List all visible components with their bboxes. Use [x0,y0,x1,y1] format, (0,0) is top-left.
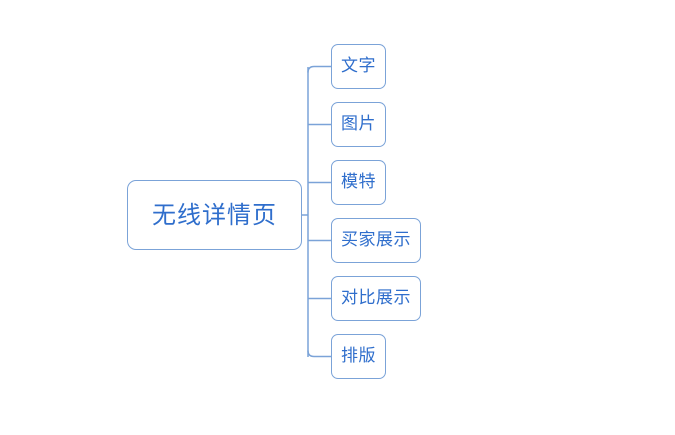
mindmap-child-node-2[interactable]: 图片 [331,102,386,147]
mindmap-child-node-4[interactable]: 买家展示 [331,218,421,263]
mindmap-child-label: 买家展示 [341,230,411,250]
mindmap-child-label: 文字 [341,56,376,76]
mindmap-child-label: 排版 [341,346,376,366]
mindmap-child-node-5[interactable]: 对比展示 [331,276,421,321]
mindmap-child-node-6[interactable]: 排版 [331,334,386,379]
mindmap-child-label: 模特 [341,172,376,192]
mindmap-child-node-3[interactable]: 模特 [331,160,386,205]
mindmap-child-label: 对比展示 [341,288,411,308]
mindmap-child-label: 图片 [341,114,376,134]
mindmap-root-node[interactable]: 无线详情页 [127,180,302,250]
mindmap-child-node-1[interactable]: 文字 [331,44,386,89]
mindmap-root-label: 无线详情页 [152,201,277,229]
